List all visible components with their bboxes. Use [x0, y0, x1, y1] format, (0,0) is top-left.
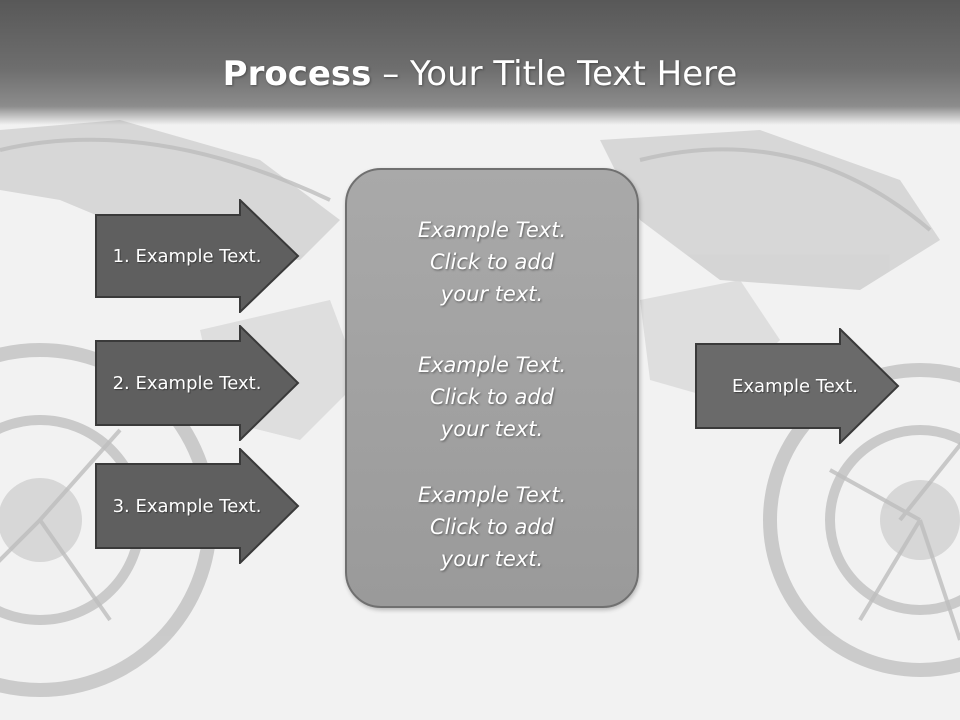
right-arrow-shape — [95, 448, 300, 564]
step-arrow-2[interactable]: 2. Example Text. — [95, 325, 300, 441]
text-line: your text. — [440, 282, 544, 306]
step-arrow-1[interactable]: 1. Example Text. — [95, 199, 300, 313]
text-line: Example Text. — [417, 218, 567, 242]
result-label: Example Text. — [732, 375, 858, 397]
text-line: Click to add — [429, 515, 554, 539]
center-text-block-2: Example Text. Click to add your text. — [347, 349, 637, 445]
text-line: Click to add — [429, 385, 554, 409]
title-rest: Your Title Text Here — [410, 54, 738, 94]
title-separator: – — [371, 54, 411, 94]
step-label-1: 1. Example Text. — [112, 245, 262, 267]
text-line: Example Text. — [417, 353, 567, 377]
text-line: your text. — [440, 417, 544, 441]
right-arrow-shape — [95, 325, 300, 441]
step-label-3: 3. Example Text. — [112, 495, 262, 517]
text-line: Click to add — [429, 250, 554, 274]
center-text-block-1: Example Text. Click to add your text. — [347, 214, 637, 310]
center-text-box[interactable]: Example Text. Click to add your text. Ex… — [345, 168, 639, 608]
right-arrow-shape — [95, 199, 300, 313]
text-line: Example Text. — [417, 483, 567, 507]
step-label-2: 2. Example Text. — [112, 372, 262, 394]
title-bold: Process — [222, 54, 372, 94]
text-line: your text. — [440, 547, 544, 571]
slide-title[interactable]: Process – Your Title Text Here — [0, 52, 960, 96]
title-bar — [0, 0, 960, 125]
result-arrow[interactable]: Example Text. — [695, 328, 900, 444]
right-arrow-shape — [695, 328, 900, 444]
step-arrow-3[interactable]: 3. Example Text. — [95, 448, 300, 564]
center-text-block-3: Example Text. Click to add your text. — [347, 479, 637, 575]
